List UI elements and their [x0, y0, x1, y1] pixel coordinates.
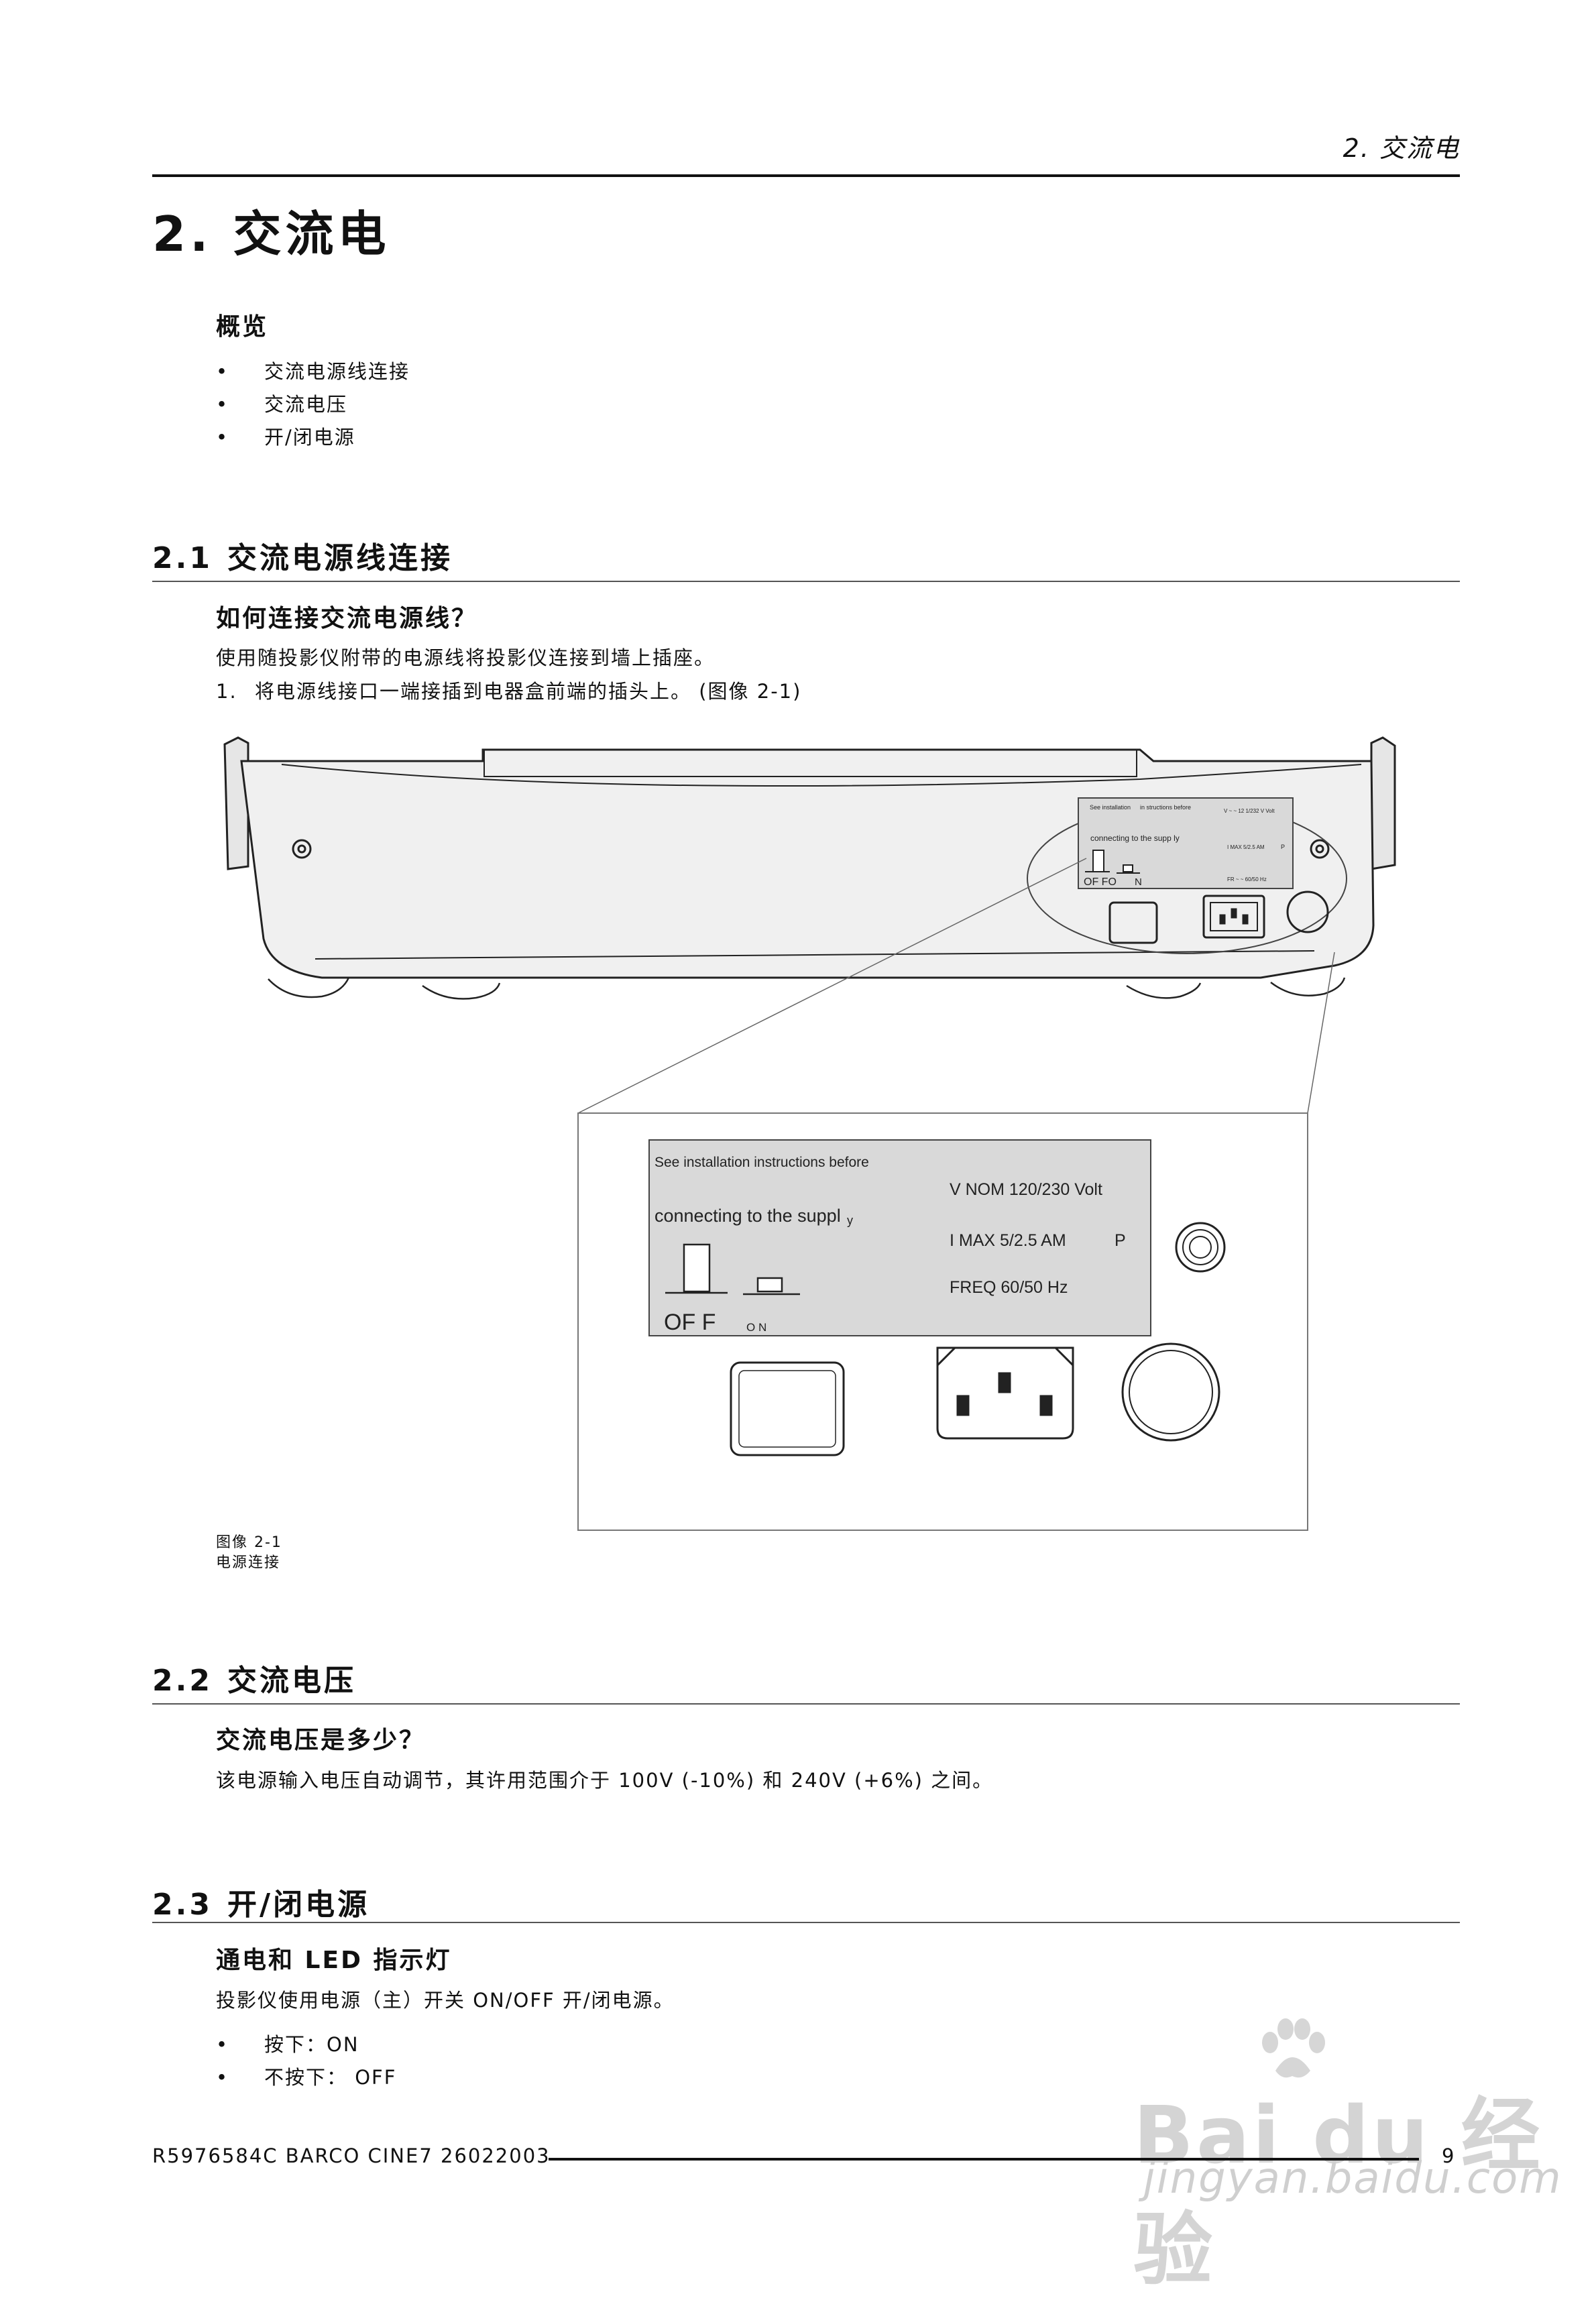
fuse-holder — [1121, 1342, 1220, 1442]
device-bottom-edge — [315, 950, 1315, 960]
zoom-leader-line — [1307, 952, 1335, 1114]
foot — [1126, 982, 1202, 999]
svg-text:in structions before: in structions before — [1140, 804, 1191, 811]
list-item: •按下：ON — [216, 2033, 359, 2056]
section-rule — [152, 1703, 1460, 1705]
page-number: 9 — [1442, 2144, 1455, 2167]
step-1: 1.将电源线接口一端接插到电器盒前端的插头上。 (图像 2-1) — [216, 680, 802, 703]
section-rule — [152, 581, 1460, 582]
device-front-line — [281, 764, 1362, 787]
list-item: •开/闭电源 — [216, 426, 355, 449]
svg-text:P: P — [1281, 844, 1285, 850]
overview-heading: 概览 — [216, 313, 269, 341]
svg-text:See installation: See installation — [1090, 804, 1131, 811]
section-rule — [152, 1922, 1460, 1923]
chapter-title: 2. 交流电 — [152, 206, 390, 262]
paw-logo-icon — [1262, 2018, 1325, 2078]
device-top-lid — [483, 750, 1137, 777]
power-inlet — [936, 1346, 1074, 1440]
device-side-right — [1370, 736, 1396, 870]
svg-text:I MAX 5/2.5 AM: I MAX 5/2.5 AM — [1227, 844, 1265, 850]
svg-text:See installation instructions: See installation instructions before — [654, 1155, 869, 1170]
svg-text:FREQ 60/50 Hz: FREQ 60/50 Hz — [950, 1278, 1068, 1297]
list-item: •交流电压 — [216, 393, 348, 416]
small-label — [1078, 797, 1294, 889]
subheading-2-2: 交流电压是多少？ — [216, 1727, 426, 1754]
foot — [268, 977, 350, 998]
footer-rule — [549, 2158, 1419, 2161]
svg-text:I MAX 5/2.5 AM: I MAX 5/2.5 AM — [950, 1231, 1066, 1250]
foot — [422, 982, 501, 1000]
intro-text: 使用随投影仪附带的电源线将投影仪连接到墙上插座。 — [216, 646, 716, 669]
svg-text:N: N — [1135, 876, 1142, 888]
led-indicator — [1175, 1222, 1226, 1273]
svg-text:connecting to the suppl: connecting to the suppl — [654, 1206, 841, 1226]
zoom-leader-line — [577, 858, 1087, 1114]
list-item: •不按下： OFF — [216, 2066, 397, 2089]
svg-text:OF F: OF F — [664, 1310, 716, 1335]
subheading-2-3: 通电和 LED 指示灯 — [216, 1947, 452, 1974]
svg-text:OF FO: OF FO — [1084, 876, 1117, 888]
device-side-left — [223, 736, 249, 870]
svg-text:O N: O N — [746, 1321, 766, 1334]
foot — [1270, 977, 1346, 996]
svg-text:connecting to the supp ly: connecting to the supp ly — [1090, 833, 1180, 843]
small-switch-housing — [1108, 901, 1158, 944]
zoom-label — [648, 1139, 1151, 1336]
watermark-url: jingyan.baidu.com — [1143, 2154, 1562, 2203]
switch-list: •按下：ON •不按下： OFF — [216, 2028, 396, 2094]
overview-list: •交流电源线连接 •交流电压 •开/闭电源 — [216, 355, 410, 454]
svg-text:V NOM 120/230 Volt: V NOM 120/230 Volt — [950, 1180, 1102, 1199]
small-power-inlet — [1202, 895, 1265, 939]
svg-text:V ~ ~ 12 1/232 V Volt: V ~ ~ 12 1/232 V Volt — [1224, 808, 1275, 814]
header-rule — [152, 174, 1460, 177]
figure-caption: 图像 2-1 电源连接 — [216, 1534, 282, 1571]
running-header: 2. 交流电 — [1343, 133, 1460, 163]
screw — [1310, 839, 1330, 859]
voltage-text: 该电源输入电压自动调节，其许用范围介于 100V (-10%) 和 240V (… — [216, 1769, 994, 1792]
small-fuse — [1286, 890, 1329, 933]
power-switch-housing — [730, 1361, 845, 1456]
svg-text:y: y — [847, 1214, 853, 1227]
zoom-frame — [577, 1112, 1308, 1531]
list-item: •交流电源线连接 — [216, 360, 410, 383]
screw — [292, 839, 312, 859]
svg-text:P: P — [1115, 1231, 1126, 1250]
footer-doc-id: R5976584C BARCO CINE7 26022003 — [152, 2144, 551, 2167]
subheading-2-1: 如何连接交流电源线？ — [216, 605, 478, 632]
switch-text: 投影仪使用电源（主）开关 ON/OFF 开/闭电源。 — [216, 1989, 675, 2012]
svg-text:FR ~ ~ 60/50 Hz: FR ~ ~ 60/50 Hz — [1227, 876, 1267, 882]
